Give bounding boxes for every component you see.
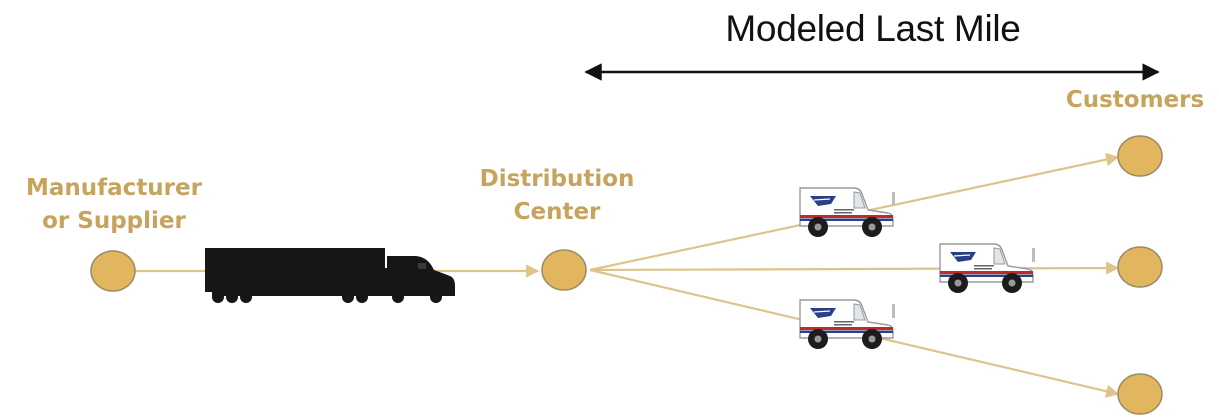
distribution-center-node xyxy=(541,249,587,291)
customer-node-1 xyxy=(1117,135,1163,177)
mail-delivery-van-icon xyxy=(799,299,896,350)
semi-truck-icon xyxy=(205,248,455,303)
manufacturer-label-line2: or Supplier xyxy=(42,208,186,234)
distribution-center-label: Distribution Center xyxy=(460,163,654,229)
mail-delivery-van-icon xyxy=(939,243,1036,294)
manufacturer-label-line1: Manufacturer xyxy=(26,175,202,201)
customers-label: Customers xyxy=(1065,87,1205,113)
manufacturer-node xyxy=(90,250,136,292)
customer-node-3 xyxy=(1117,373,1163,415)
distribution-center-label-line2: Center xyxy=(513,199,601,225)
diagram-title: Modeled Last Mile xyxy=(725,8,1021,49)
edge-dc-to-customer-2 xyxy=(589,261,1120,275)
mail-delivery-van-icon xyxy=(799,187,896,238)
manufacturer-label: Manufacturer or Supplier xyxy=(6,172,222,238)
customer-node-2 xyxy=(1117,246,1163,288)
distribution-center-label-line1: Distribution xyxy=(479,166,635,192)
